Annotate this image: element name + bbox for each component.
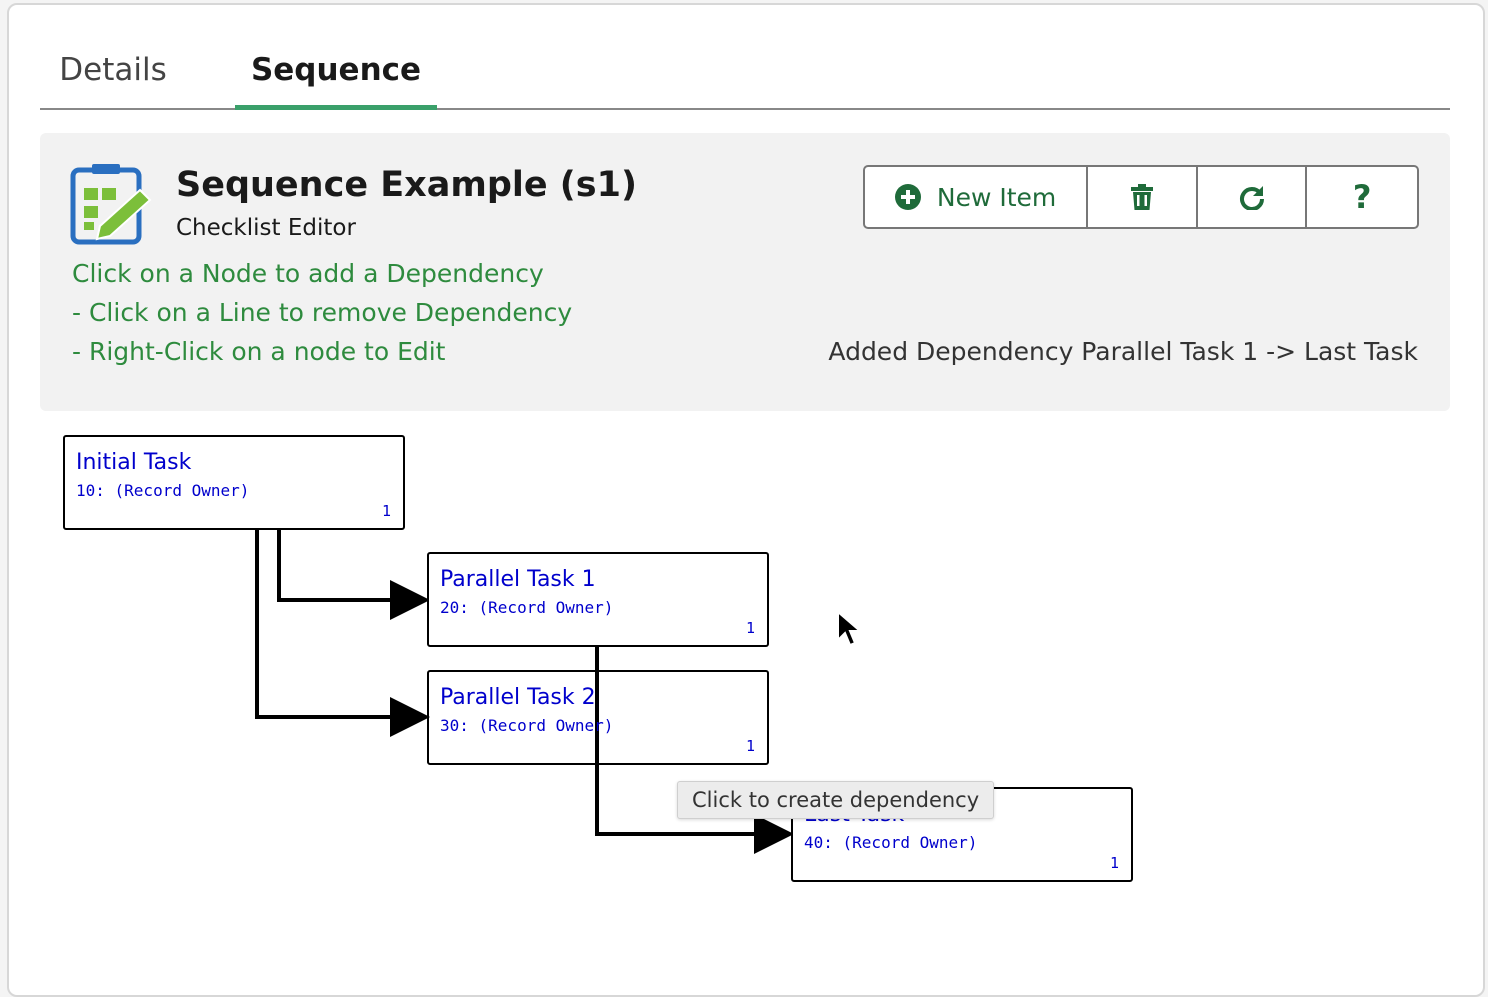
hint-remove-dependency: - Click on a Line to remove Dependency xyxy=(72,298,573,327)
tab-sequence[interactable]: Sequence xyxy=(235,40,437,110)
new-item-button[interactable]: New Item xyxy=(865,167,1089,227)
node-detail: 10: (Record Owner) xyxy=(76,481,250,500)
node-count: 1 xyxy=(381,502,391,520)
tooltip: Click to create dependency xyxy=(677,781,995,819)
node-name: Initial Task xyxy=(76,450,192,475)
refresh-button[interactable] xyxy=(1198,167,1308,227)
dependency-line-parallel-1-to-last[interactable] xyxy=(595,647,794,854)
page-title: Sequence Example (s1) xyxy=(176,165,637,205)
task-node-initial[interactable]: Initial Task 10: (Record Owner) 1 xyxy=(63,435,405,530)
node-count: 1 xyxy=(745,737,755,755)
dependency-line-initial-to-parallel-1[interactable] xyxy=(277,530,430,620)
node-count: 1 xyxy=(745,619,755,637)
node-detail: 40: (Record Owner) xyxy=(804,833,978,852)
hint-edit-node: - Right-Click on a node to Edit xyxy=(72,337,446,366)
tab-details[interactable]: Details xyxy=(59,52,167,88)
node-detail: 20: (Record Owner) xyxy=(440,598,614,617)
node-detail: 30: (Record Owner) xyxy=(440,716,614,735)
help-button[interactable]: ? xyxy=(1352,178,1372,216)
refresh-icon xyxy=(1239,186,1264,210)
plus-circle-icon xyxy=(894,184,921,210)
hint-add-dependency: Click on a Node to add a Dependency xyxy=(72,259,544,288)
mouse-pointer-icon xyxy=(837,610,862,647)
node-count: 1 xyxy=(1109,854,1119,872)
delete-button[interactable] xyxy=(1088,167,1198,227)
node-name: Parallel Task 1 xyxy=(440,567,596,592)
dependency-line-initial-to-parallel-2[interactable] xyxy=(255,530,430,737)
dependency-graph xyxy=(255,530,794,854)
task-node-parallel-2[interactable]: Parallel Task 2 30: (Record Owner) 1 xyxy=(427,670,769,765)
new-item-label: New Item xyxy=(936,182,1057,212)
tab-bar: Details Sequence xyxy=(40,40,1450,110)
status-message: Added Dependency Parallel Task 1 -> Last… xyxy=(828,337,1418,366)
editor-header-panel: Sequence Example (s1) Checklist Editor C… xyxy=(40,133,1450,411)
toolbar: New Item ? xyxy=(863,165,1419,229)
node-name: Parallel Task 2 xyxy=(440,685,596,710)
checklist-edit-icon xyxy=(70,164,152,245)
trash-icon xyxy=(1130,184,1153,210)
page-subtitle: Checklist Editor xyxy=(176,215,356,241)
task-node-parallel-1[interactable]: Parallel Task 1 20: (Record Owner) 1 xyxy=(427,552,769,647)
